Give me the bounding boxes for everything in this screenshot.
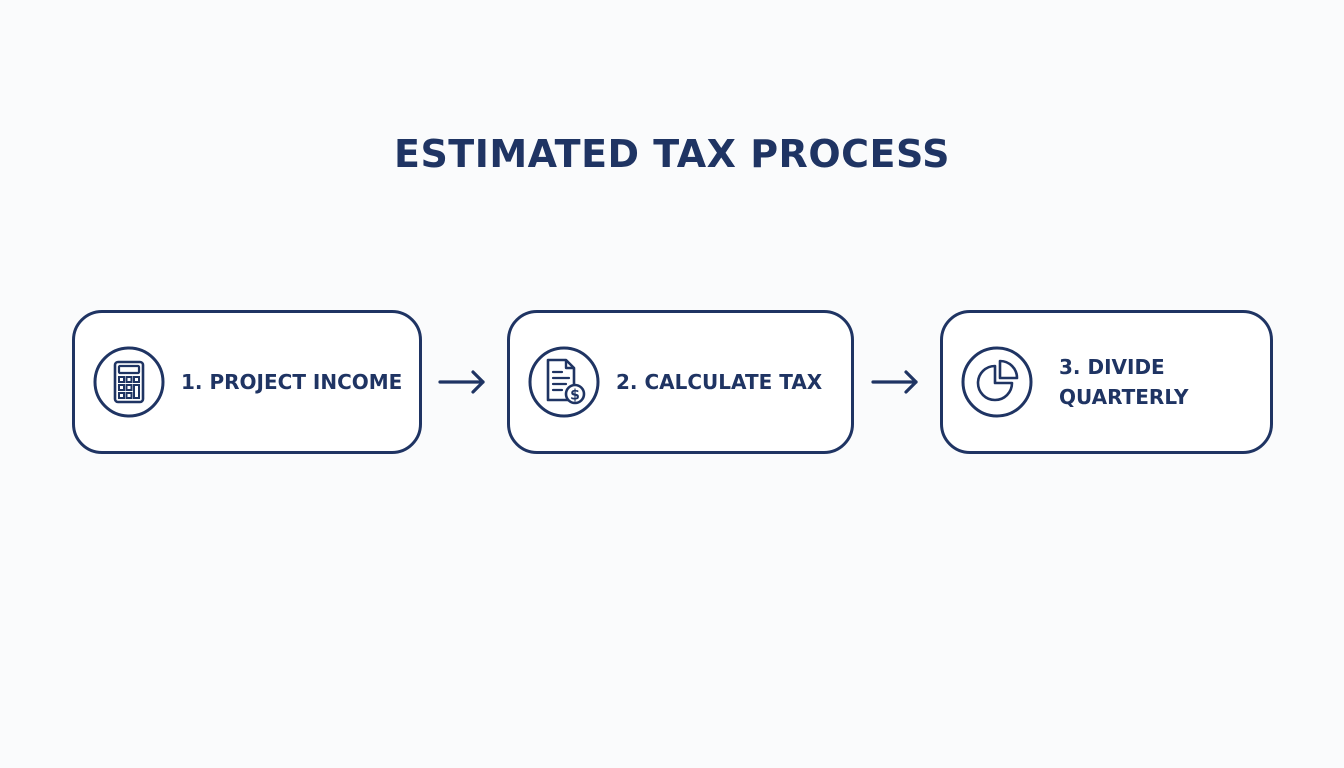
arrow-right-icon [437, 368, 487, 396]
step-project-income: 1. PROJECT INCOME [72, 310, 422, 454]
step-label: 1. PROJECT INCOME [181, 370, 403, 394]
step-label: 3. DIVIDE QUARTERLY [1059, 355, 1189, 409]
pie-chart-icon [961, 346, 1033, 418]
step-label: 2. CALCULATE TAX [616, 370, 823, 394]
svg-text:$: $ [570, 388, 580, 404]
diagram-title: ESTIMATED TAX PROCESS [393, 132, 950, 176]
step-divide-quarterly: 3. DIVIDE QUARTERLY [940, 310, 1273, 454]
arrow-right-icon [870, 368, 920, 396]
tax-document-icon: $ [528, 346, 600, 418]
calculator-icon [93, 346, 165, 418]
step-calculate-tax: $ 2. CALCULATE TAX [507, 310, 854, 454]
